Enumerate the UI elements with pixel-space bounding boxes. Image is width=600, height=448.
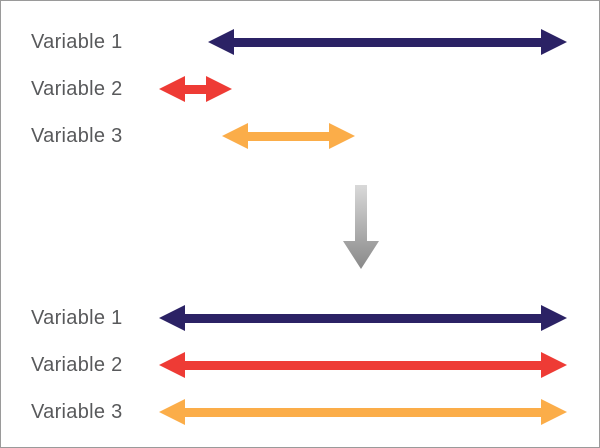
- arrow-head-right-icon: [329, 123, 355, 149]
- variable-label: Variable 2: [31, 78, 123, 100]
- variable-label: Variable 1: [31, 307, 123, 329]
- variable-row: Variable 2: [1, 76, 599, 102]
- arrow-head-right-icon: [541, 399, 567, 425]
- variable-label: Variable 2: [31, 354, 123, 376]
- arrow-head-left-icon: [159, 399, 185, 425]
- arrow-shaft: [185, 360, 541, 370]
- arrow-head-right-icon: [541, 29, 567, 55]
- arrow-head-right-icon: [541, 305, 567, 331]
- double-arrow: [208, 29, 567, 55]
- arrow-head-left-icon: [159, 352, 185, 378]
- double-arrow: [222, 123, 355, 149]
- variable-label: Variable 3: [31, 401, 123, 423]
- variable-row: Variable 3: [1, 123, 599, 149]
- transform-arrow-down-icon: [343, 185, 379, 269]
- variable-row: Variable 3: [1, 399, 599, 425]
- arrow-head-left-icon: [159, 305, 185, 331]
- arrow-shaft: [248, 131, 329, 141]
- arrow-shaft: [234, 37, 541, 47]
- variable-label: Variable 1: [31, 31, 123, 53]
- arrow-head-right-icon: [206, 76, 232, 102]
- double-arrow: [159, 399, 567, 425]
- arrow-head-left-icon: [159, 76, 185, 102]
- arrow-head-right-icon: [541, 352, 567, 378]
- double-arrow: [159, 76, 232, 102]
- arrow-head-left-icon: [208, 29, 234, 55]
- double-arrow: [159, 352, 567, 378]
- arrow-shaft: [185, 84, 206, 94]
- arrow-shaft: [185, 313, 541, 323]
- double-arrow: [159, 305, 567, 331]
- variable-row: Variable 1: [1, 29, 599, 55]
- arrow-head-left-icon: [222, 123, 248, 149]
- arrow-shaft: [185, 407, 541, 417]
- variable-row: Variable 2: [1, 352, 599, 378]
- variable-row: Variable 1: [1, 305, 599, 331]
- variable-label: Variable 3: [31, 125, 123, 147]
